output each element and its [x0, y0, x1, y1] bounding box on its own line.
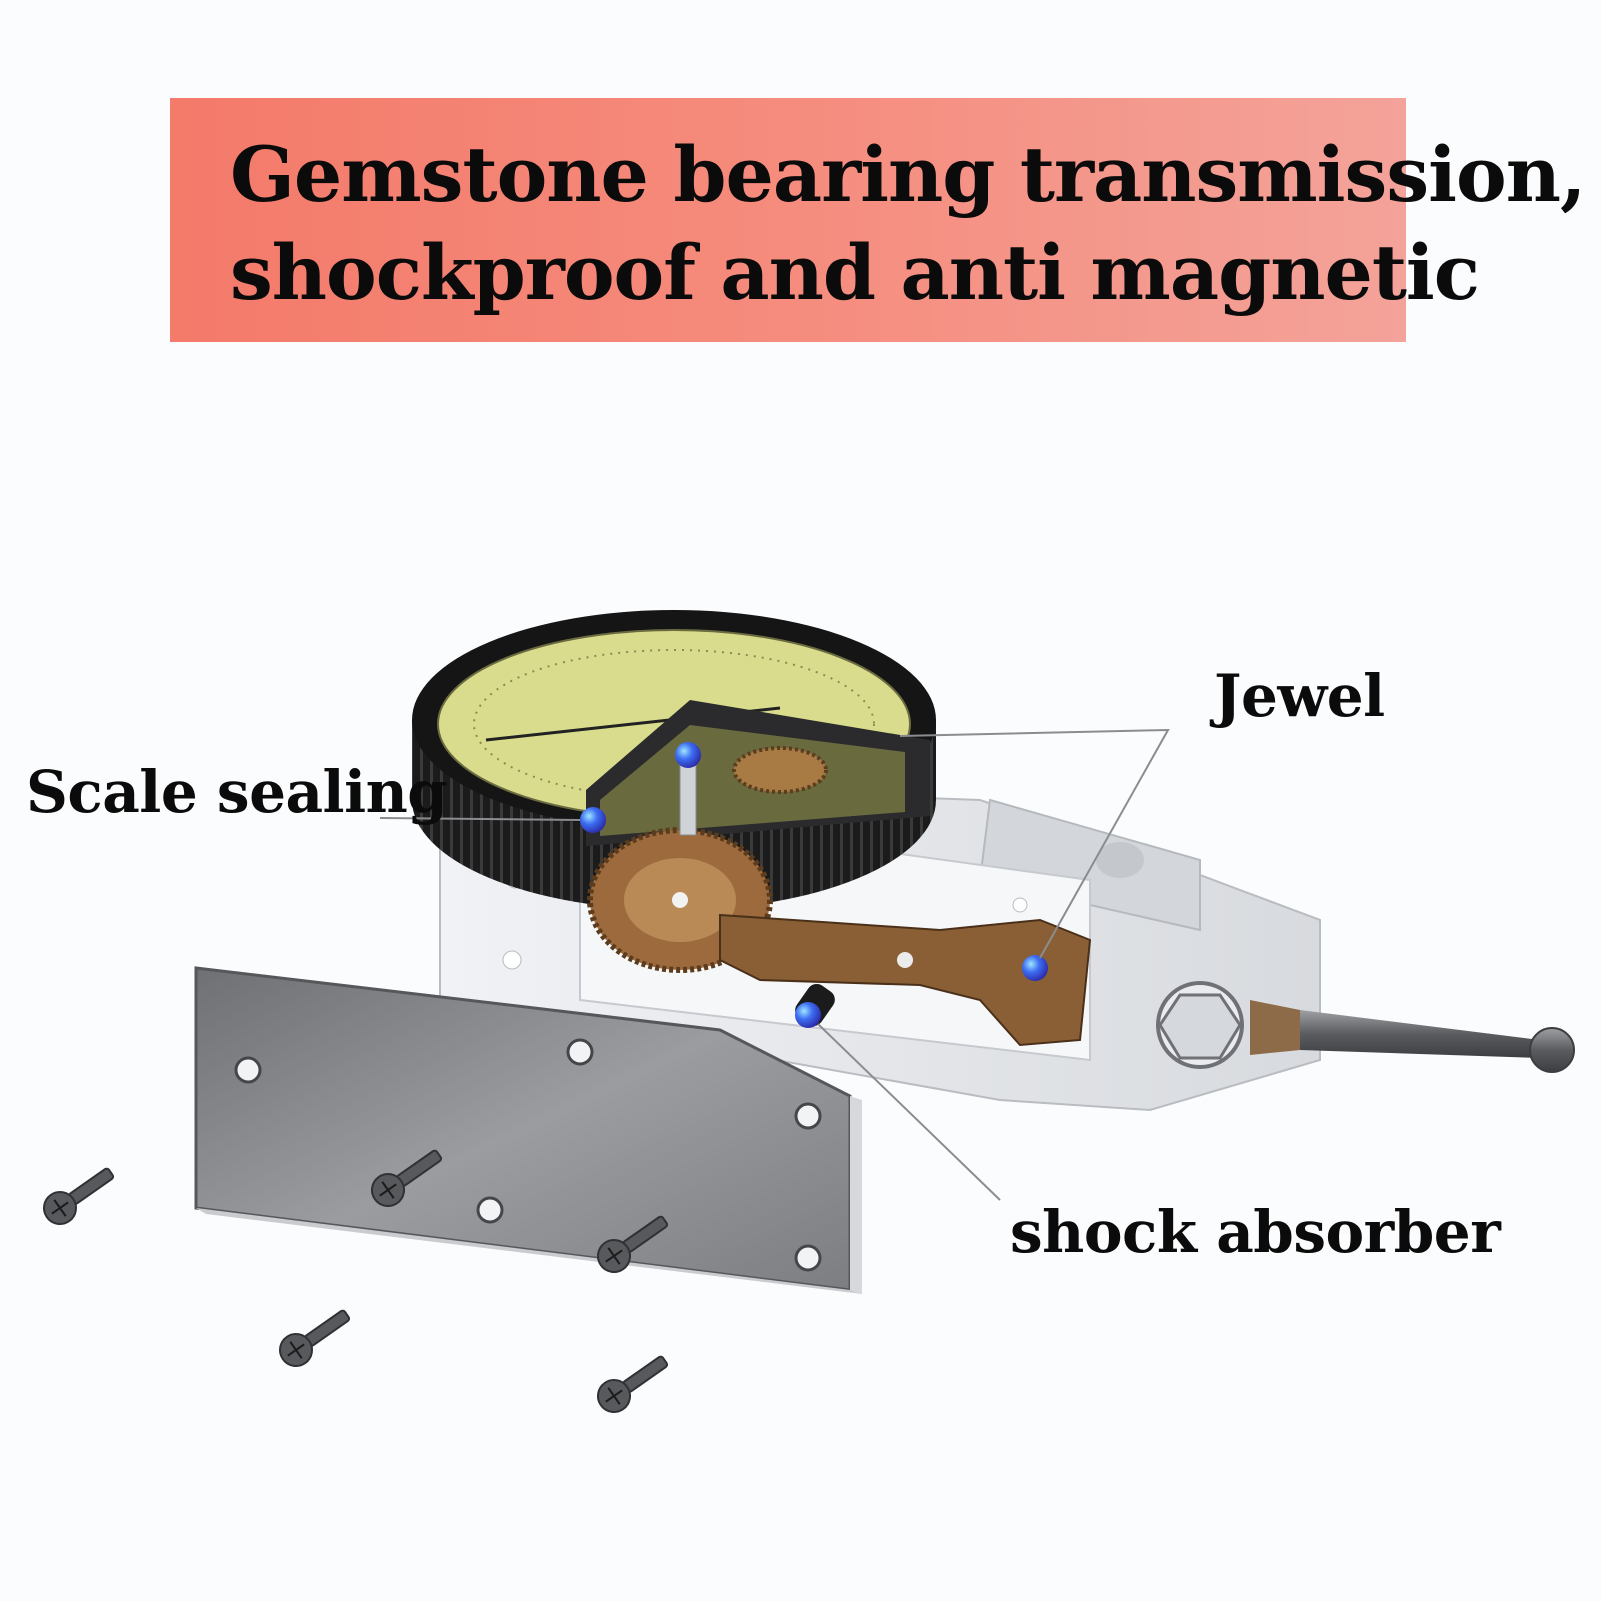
- screw-4: [279, 1309, 351, 1367]
- jewel-bearings: [580, 742, 1048, 1028]
- leader-shock-absorber: [817, 1023, 1001, 1201]
- jewel-scale-sealing: [580, 807, 606, 833]
- screw-2: [371, 1149, 443, 1207]
- banner-title-line-2: shockproof and anti magnetic: [230, 228, 1480, 317]
- callout-leaders: [379, 728, 1170, 1201]
- callout-jewel: Jewel: [1214, 662, 1385, 730]
- jewel-lever: [1022, 955, 1048, 981]
- callout-shock-absorber: shock absorber: [1010, 1198, 1501, 1266]
- jewel-top: [675, 742, 701, 768]
- screw-3: [597, 1215, 669, 1273]
- screw-1: [43, 1167, 115, 1225]
- cover-plate: [194, 966, 862, 1294]
- gear-train: [587, 744, 1092, 1047]
- screws: [43, 1149, 669, 1413]
- leader-scale-sealing: [379, 817, 581, 821]
- jewel-shock: [795, 1002, 821, 1028]
- callout-scale-sealing: Scale sealing: [26, 758, 448, 826]
- screw-5: [597, 1355, 669, 1413]
- banner-title-line-1: Gemstone bearing transmission,: [230, 130, 1586, 219]
- banner-title: Gemstone bearing transmission, shockproo…: [230, 126, 1586, 322]
- title-banner: Gemstone bearing transmission, shockproo…: [170, 98, 1586, 342]
- probe-stylus: [1156, 981, 1575, 1073]
- leader-jewel: [899, 728, 1170, 959]
- lever-arm: [719, 913, 1092, 1047]
